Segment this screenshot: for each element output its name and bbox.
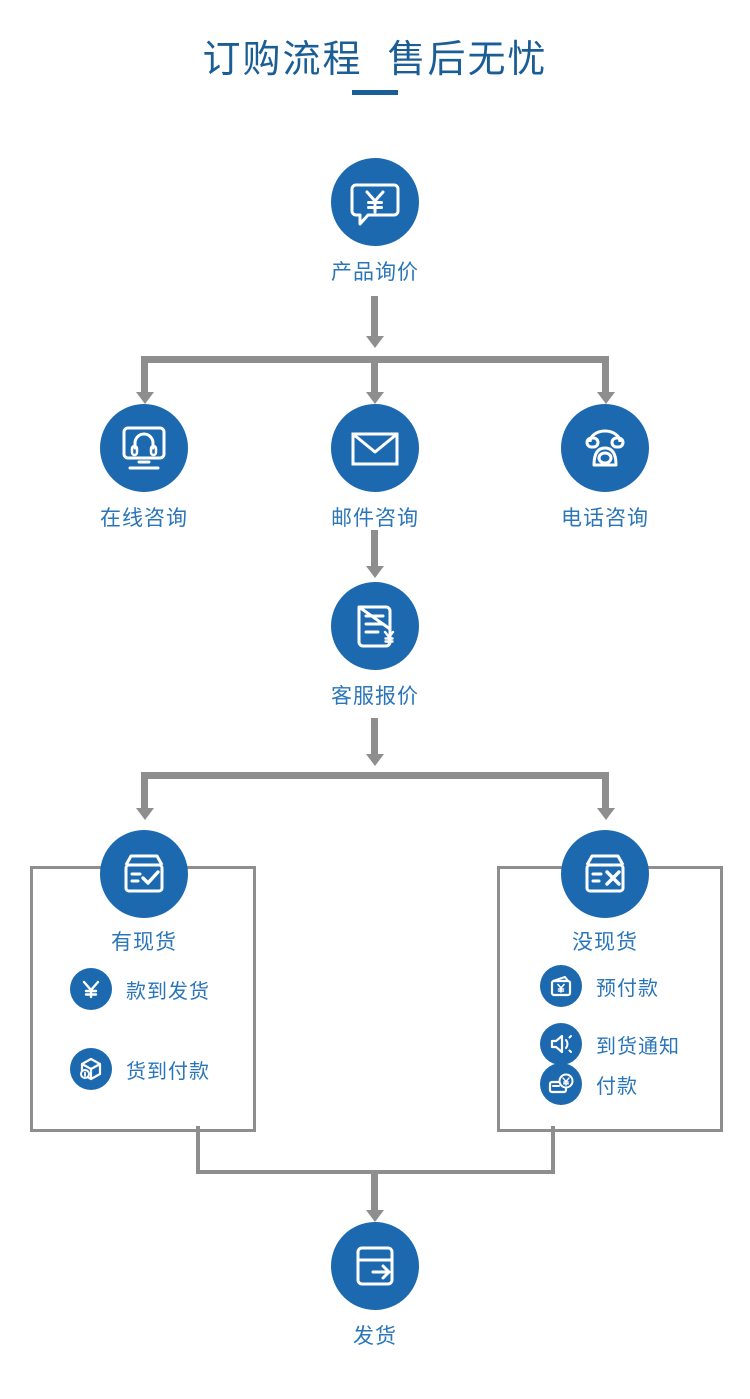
node-product-inquiry[interactable]: 产品询价	[295, 158, 455, 286]
yen-circle-icon	[70, 968, 112, 1010]
arrow-quote-down	[366, 754, 384, 766]
package-cube-icon	[70, 1048, 112, 1090]
arrow-channel-center	[366, 392, 384, 404]
out-of-stock-circle	[561, 830, 649, 918]
arrow-to-ship	[366, 1210, 384, 1222]
node-label: 客服报价	[331, 685, 419, 708]
shipment-circle	[331, 1222, 419, 1310]
split-leg-left	[141, 356, 148, 394]
service-quote-circle	[331, 582, 419, 670]
branch-leg-left	[141, 772, 148, 810]
node-label: 在线咨询	[100, 507, 188, 530]
monitor-headset-icon	[117, 421, 171, 475]
branch-title: 没现货	[572, 931, 638, 954]
option-cash-before-ship[interactable]: 款到发货	[70, 968, 210, 1010]
phone-consult-circle	[561, 404, 649, 492]
node-shipment[interactable]: 发货	[295, 1222, 455, 1350]
arrow-channel-right	[597, 392, 615, 404]
option-label: 预付款	[596, 977, 659, 1000]
arrow-branch-left	[136, 808, 154, 820]
speech-bubble-yen-icon	[348, 175, 402, 229]
connector-merge-down	[371, 1170, 378, 1212]
option-payment[interactable]: 付款	[540, 1063, 638, 1105]
node-label: 产品询价	[331, 261, 419, 284]
node-label: 邮件咨询	[331, 507, 419, 530]
option-label: 货到付款	[126, 1060, 210, 1083]
node-online-consult[interactable]: 在线咨询	[64, 404, 224, 532]
box-check-icon	[117, 847, 171, 901]
connector-inquiry-down	[371, 296, 378, 338]
card-yen-icon	[540, 1063, 582, 1105]
branch-head-in-stock[interactable]: 有现货	[64, 830, 224, 956]
box-arrow-out-icon	[348, 1239, 402, 1293]
arrow-branch-right	[597, 808, 615, 820]
node-label: 电话咨询	[561, 507, 649, 530]
page-title-block: 订购流程 售后无忧	[0, 38, 750, 95]
online-consult-circle	[100, 404, 188, 492]
speaker-announce-icon	[540, 1023, 582, 1065]
option-prepayment[interactable]: 预付款	[540, 965, 659, 1007]
page-title: 订购流程 售后无忧	[202, 39, 548, 81]
title-underline-accent	[352, 89, 398, 95]
merge-leg-left	[196, 1126, 200, 1174]
node-service-quote[interactable]: 客服报价	[295, 582, 455, 710]
invoice-yen-icon	[348, 599, 402, 653]
arrow-inquiry-down	[366, 336, 384, 348]
wallet-yen-icon	[540, 965, 582, 1007]
option-cash-on-delivery[interactable]: 货到付款	[70, 1048, 210, 1090]
box-cross-icon	[578, 847, 632, 901]
arrow-channel-left	[136, 392, 154, 404]
split-leg-center	[371, 356, 378, 394]
branch-head-out-of-stock[interactable]: 没现货	[525, 830, 685, 956]
option-label: 款到发货	[126, 980, 210, 1003]
connector-channels-to-quote	[371, 530, 378, 568]
option-arrival-notice[interactable]: 到货通知	[540, 1023, 680, 1065]
in-stock-circle	[100, 830, 188, 918]
telephone-icon	[578, 421, 632, 475]
envelope-icon	[348, 421, 402, 475]
node-email-consult[interactable]: 邮件咨询	[295, 404, 455, 532]
email-consult-circle	[331, 404, 419, 492]
branch-title: 有现货	[111, 931, 177, 954]
split-bar-branches	[141, 772, 609, 779]
node-phone-consult[interactable]: 电话咨询	[525, 404, 685, 532]
split-leg-right	[602, 356, 609, 394]
inquiry-circle	[331, 158, 419, 246]
node-label: 发货	[353, 1325, 397, 1348]
arrow-to-quote	[366, 566, 384, 578]
merge-leg-right	[551, 1126, 555, 1174]
option-label: 付款	[596, 1075, 638, 1098]
option-label: 到货通知	[596, 1035, 680, 1058]
connector-quote-down	[371, 718, 378, 756]
branch-leg-right	[602, 772, 609, 810]
